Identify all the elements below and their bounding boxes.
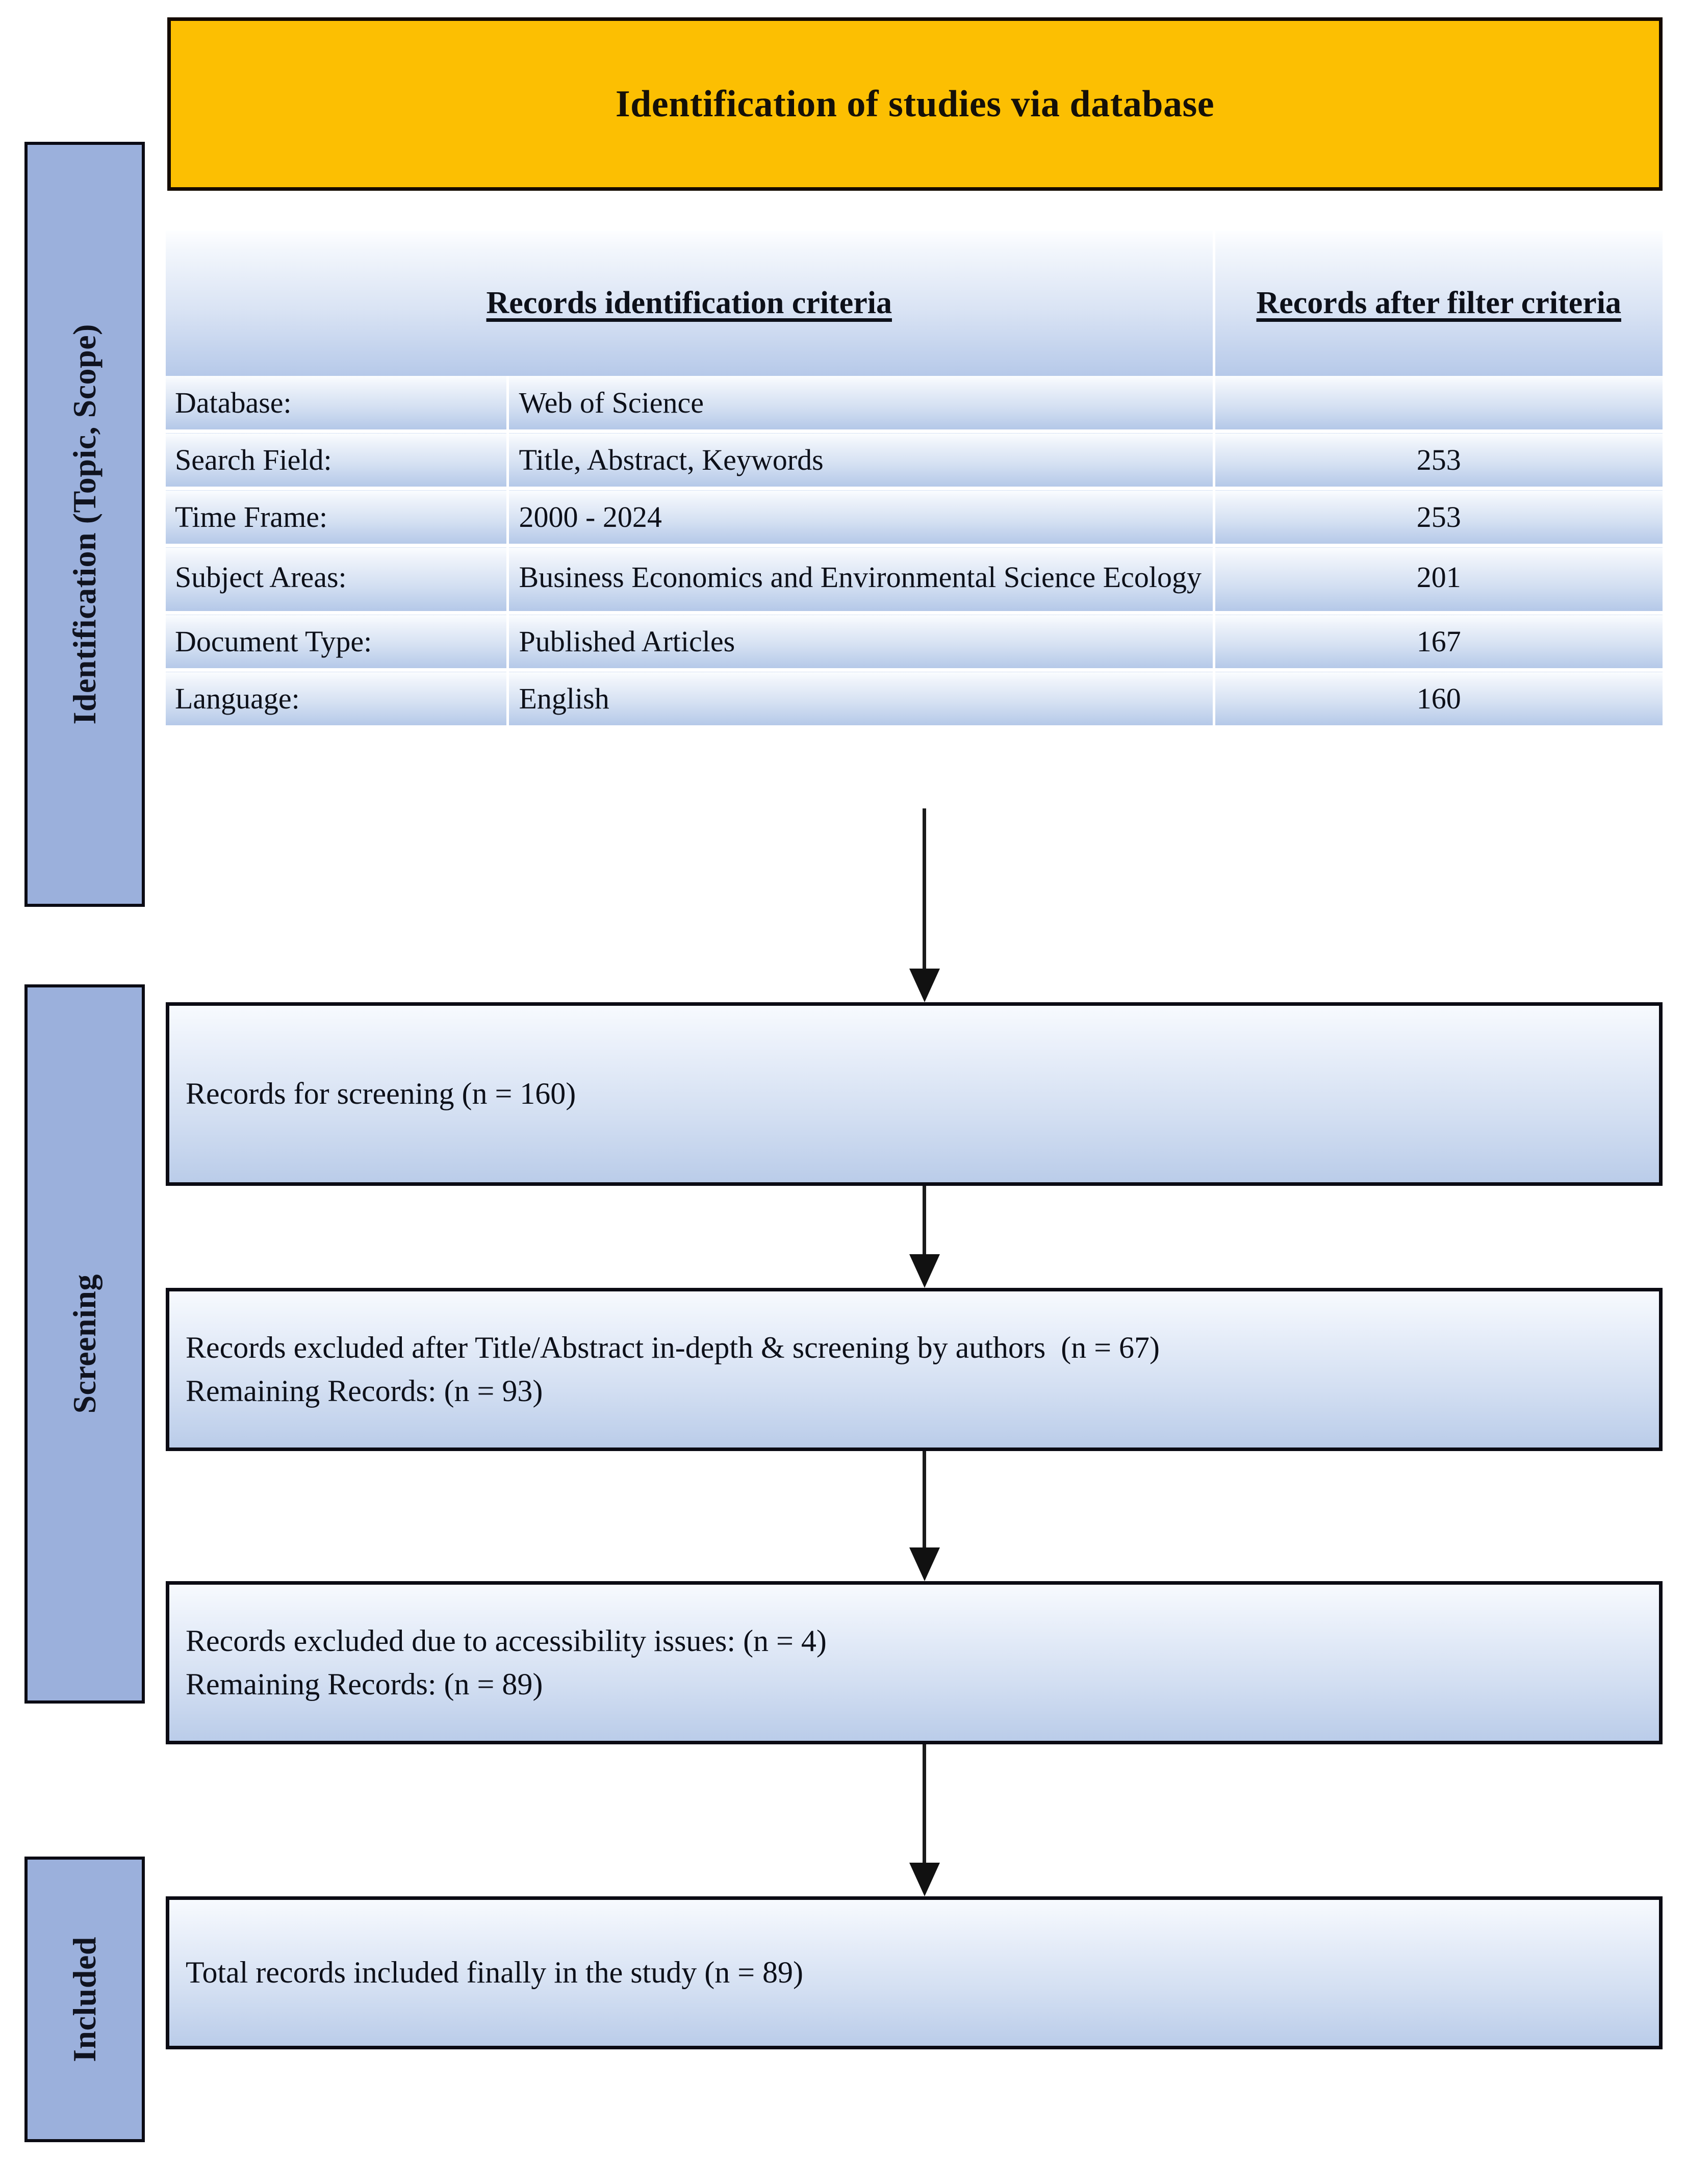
stage-bar-included: Included (24, 1857, 145, 2142)
table-row: Document Type: Published Articles 167 (166, 611, 1663, 670)
row-count: 160 (1212, 668, 1663, 726)
table-row: Time Frame: 2000 - 2024 253 (166, 487, 1663, 546)
table-header-row: Records identification criteria Records … (166, 231, 1663, 376)
row-count (1212, 376, 1663, 431)
row-value: Business Economics and Environmental Sci… (506, 544, 1214, 613)
row-count: 167 (1212, 611, 1663, 670)
row-value: Web of Science (506, 376, 1214, 431)
stage-bar-identification: Identification (Topic, Scope) (24, 142, 145, 907)
row-count: 253 (1212, 429, 1663, 489)
flow-box-total-included: Total records included finally in the st… (166, 1896, 1663, 2049)
row-value: Published Articles (506, 611, 1214, 670)
criteria-table: Records identification criteria Records … (166, 231, 1663, 726)
flow-text-line: Remaining Records: (n = 89) (186, 1667, 543, 1701)
criteria-table-head: Records identification criteria Records … (166, 231, 1663, 376)
arrow-shaft (923, 1451, 926, 1550)
arrow-head (909, 1547, 940, 1581)
criteria-table-body: Database: Web of Science Search Field: T… (166, 376, 1663, 726)
row-label: Database: (166, 376, 507, 431)
row-label: Subject Areas: (166, 544, 507, 613)
row-value: English (506, 668, 1214, 726)
arrow-shaft (923, 1186, 926, 1256)
row-label: Search Field: (166, 429, 507, 489)
flow-text-line: Total records included finally in the st… (186, 1956, 804, 1990)
stage-label-screening: Screening (66, 1274, 103, 1414)
criteria-table-grid: Records identification criteria Records … (166, 231, 1663, 726)
flow-box-records-for-screening: Records for screening (n = 160) (166, 1002, 1663, 1186)
flow-text-line: Remaining Records: (n = 93) (186, 1374, 543, 1408)
flow-text-line: Records excluded due to accessibility is… (186, 1623, 827, 1658)
column-header-criteria: Records identification criteria (166, 231, 1214, 376)
row-value: 2000 - 2024 (506, 487, 1214, 546)
stage-label-identification: Identification (Topic, Scope) (66, 324, 103, 725)
column-header-records-after-filter: Records after filter criteria (1212, 231, 1663, 376)
banner-title: Identification of studies via database (615, 83, 1215, 125)
row-value: Title, Abstract, Keywords (506, 429, 1214, 489)
header-banner: Identification of studies via database (167, 17, 1663, 191)
row-label: Time Frame: (166, 487, 507, 546)
arrow-head (909, 1254, 940, 1288)
stage-bar-screening: Screening (24, 984, 145, 1704)
table-row: Database: Web of Science (166, 376, 1663, 431)
arrow-down-icon (909, 1744, 940, 1896)
arrow-down-icon (909, 1451, 940, 1581)
arrow-down-icon (909, 808, 940, 1002)
row-count: 201 (1212, 544, 1663, 613)
table-row: Subject Areas: Business Economics and En… (166, 544, 1663, 613)
table-row: Search Field: Title, Abstract, Keywords … (166, 429, 1663, 489)
flow-box-excluded-title-abstract: Records excluded after Title/Abstract in… (166, 1288, 1663, 1451)
flow-box-excluded-accessibility: Records excluded due to accessibility is… (166, 1581, 1663, 1744)
table-row: Language: English 160 (166, 668, 1663, 726)
arrow-shaft (923, 1744, 926, 1865)
arrow-down-icon (909, 1186, 940, 1288)
flow-text-line: Records for screening (n = 160) (186, 1077, 576, 1111)
row-label: Language: (166, 668, 507, 726)
arrow-head (909, 969, 940, 1002)
arrow-head (909, 1863, 940, 1896)
row-label: Document Type: (166, 611, 507, 670)
flow-text-line: Records excluded after Title/Abstract in… (186, 1330, 1160, 1364)
row-count: 253 (1212, 487, 1663, 546)
arrow-shaft (923, 808, 926, 971)
stage-label-included: Included (66, 1937, 103, 2062)
